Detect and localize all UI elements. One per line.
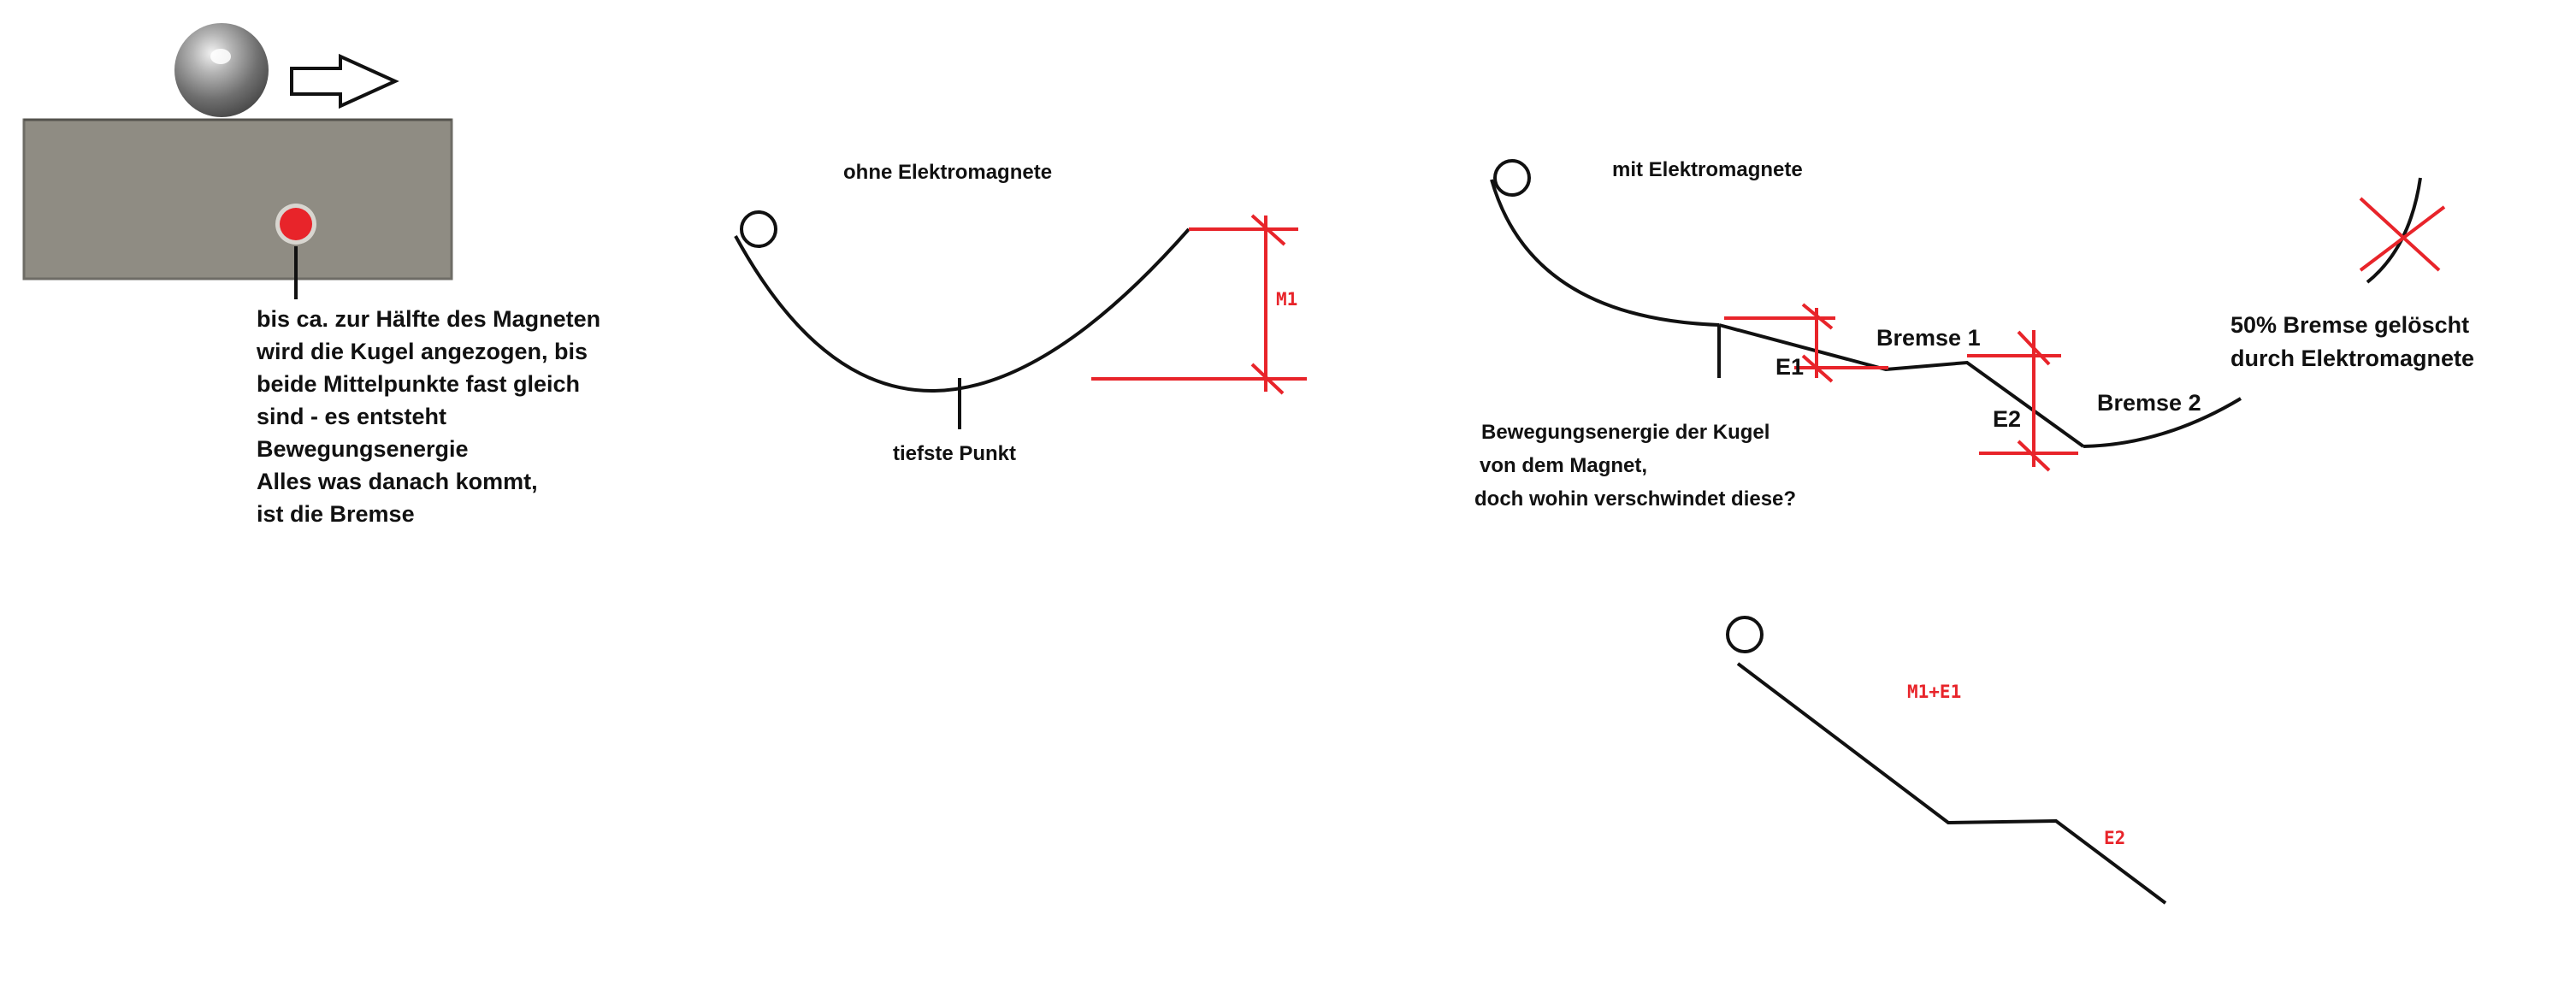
height-dimension-m1 [1091,214,1307,395]
panel-without-electromagnets: ohne Elektromagnete tiefste Punkt M1 [734,161,1307,465]
explanation-text: bis ca. zur Hälfte des Magneten wird die… [256,306,607,527]
brake-2-curve [2083,397,2242,448]
track-curve [1490,179,1720,327]
e1-label: E1 [1775,354,1804,380]
cross-mark-icon [2359,197,2446,272]
dimension-e2 [1967,330,2078,472]
explanation-line: beide Mittelpunkte fast gleich [257,371,580,397]
start-ball-icon [1726,616,1764,653]
deleted-brake-text: 50% Bremse gelöscht durch Elektromagnete [2230,312,2476,371]
panel2-title: ohne Elektromagnete [843,161,1052,184]
steel-ball-icon [174,23,269,117]
panel3-title: mit Elektromagnete [1612,158,1803,181]
brake-1-label: Bremse 1 [1876,325,1981,351]
explanation-line: Alles was danach kommt, [257,469,538,494]
right-arrow-icon [290,53,399,109]
explanation-line: sind - es entsteht [257,404,446,429]
explanation-line: wird die Kugel angezogen, bis [256,339,588,364]
brake-2-label: Bremse 2 [2097,390,2201,416]
panel-with-electromagnets: mit Elektromagnete E1 E2 Bremse 1 Bremse… [1474,158,2476,511]
energy-question-text: Bewegungsenergie der Kugel von dem Magne… [1474,421,1796,511]
panel-magnet-plate: bis ca. zur Hälfte des Magneten wird die… [22,23,607,527]
start-ball-icon [740,210,777,248]
resulting-track [1736,662,2167,905]
energy-question-line: von dem Magnet, [1480,454,1647,477]
explanation-line: Bewegungsenergie [257,436,469,462]
track-segments [1718,323,2085,448]
half-pipe-curve [734,227,1191,393]
explanation-line: ist die Bremse [257,501,415,527]
dimension-e1 [1724,303,1888,383]
e2-result-label: E2 [2104,828,2125,848]
magnet-plate [22,118,453,280]
sum-label: M1+E1 [1907,682,1961,702]
deleted-brake-line: 50% Bremse gelöscht [2230,312,2469,338]
height-label-m1: M1 [1276,289,1297,310]
start-ball-icon [1493,159,1531,197]
lowest-point-label: tiefste Punkt [893,442,1016,465]
energy-question-line: Bewegungsenergie der Kugel [1481,421,1770,444]
red-dot-icon [275,204,316,245]
energy-question-line: doch wohin verschwindet diese? [1474,487,1796,511]
explanation-line: bis ca. zur Hälfte des Magneten [257,306,600,332]
panel-resulting-path: M1+E1 E2 [1726,616,2167,905]
e2-label: E2 [1993,406,2021,432]
deleted-brake-line: durch Elektromagnete [2230,345,2474,371]
